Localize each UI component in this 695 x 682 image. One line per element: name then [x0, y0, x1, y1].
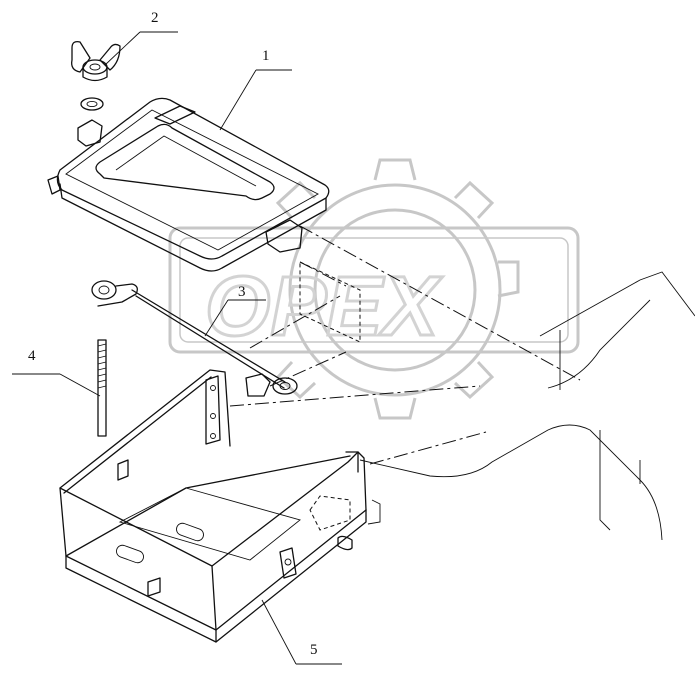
watermark-logo: OPEX	[168, 158, 580, 420]
part-5-battery-tray	[59, 369, 367, 643]
part-4-threaded-rod	[97, 339, 107, 437]
callout-label-3: 3	[238, 284, 246, 300]
part-3-tie-rod	[91, 280, 298, 397]
callout-label-2: 2	[151, 10, 159, 26]
alignment-lines	[229, 225, 581, 465]
leader-1	[219, 69, 257, 131]
callout-label-4: 4	[28, 348, 36, 364]
vehicle-frame	[359, 271, 695, 541]
callout-label-5: 5	[310, 642, 318, 658]
part-1-battery-cover	[47, 97, 330, 272]
leader-4	[59, 373, 101, 397]
leader-2	[104, 31, 141, 66]
watermark-text: OPEX	[205, 259, 443, 353]
watermark-frame	[168, 226, 580, 354]
callout-label-1: 1	[262, 48, 270, 64]
leader-3	[204, 299, 229, 337]
leader-5	[261, 599, 297, 665]
part-2-wing-nut	[71, 40, 121, 111]
gear-icon	[275, 158, 520, 420]
